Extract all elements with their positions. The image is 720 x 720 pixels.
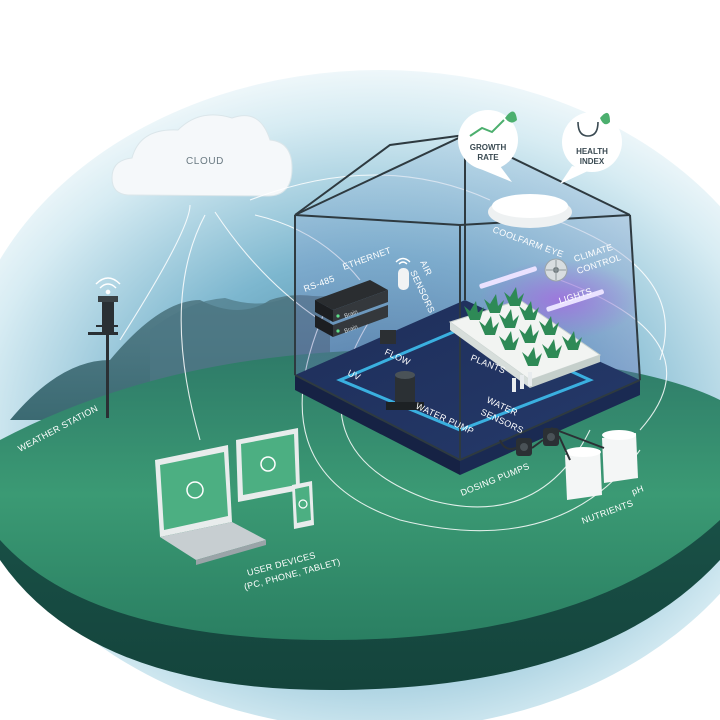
dosing-pumps: [516, 428, 559, 456]
coolfarm-eye: [488, 194, 572, 228]
brain-controller: [315, 280, 388, 337]
weather-station: [88, 296, 118, 418]
climate-control-fan: [544, 258, 568, 282]
growth-rate-bubble: [458, 110, 518, 182]
cloud-label: CLOUD: [186, 156, 224, 167]
grow-light-2: [546, 289, 604, 312]
water-pump: [386, 371, 424, 410]
health-index-bubble: [560, 112, 622, 184]
brain-label-2: Brain: [344, 324, 359, 334]
water-sensors: [512, 372, 532, 392]
uv-water-loop: [336, 323, 594, 432]
ph-label: pH: [630, 483, 645, 497]
floor-edge-left: [295, 375, 460, 475]
growth-rate-label-1: GROWTH: [470, 143, 507, 152]
growth-rate-label-2: RATE: [477, 153, 499, 162]
nutrient-tanks: [565, 430, 638, 500]
health-index-label-1: HEALTH: [576, 147, 608, 156]
weather-station-wifi-icon: [95, 277, 121, 295]
flow-meter: [380, 330, 396, 344]
phone: [292, 481, 314, 529]
floor-edge-right: [460, 380, 640, 475]
laptop: [155, 445, 266, 565]
air-sensor-wifi-icon: [395, 257, 411, 265]
grow-light-1: [479, 266, 537, 289]
health-index-label-2: INDEX: [580, 157, 605, 166]
plant-trays: [448, 287, 602, 388]
brain-label-1: Brain: [344, 309, 359, 319]
dosing-pipes: [499, 427, 605, 461]
air-sensor: [398, 268, 409, 290]
tablet: [236, 428, 300, 502]
cloud: [111, 114, 293, 197]
